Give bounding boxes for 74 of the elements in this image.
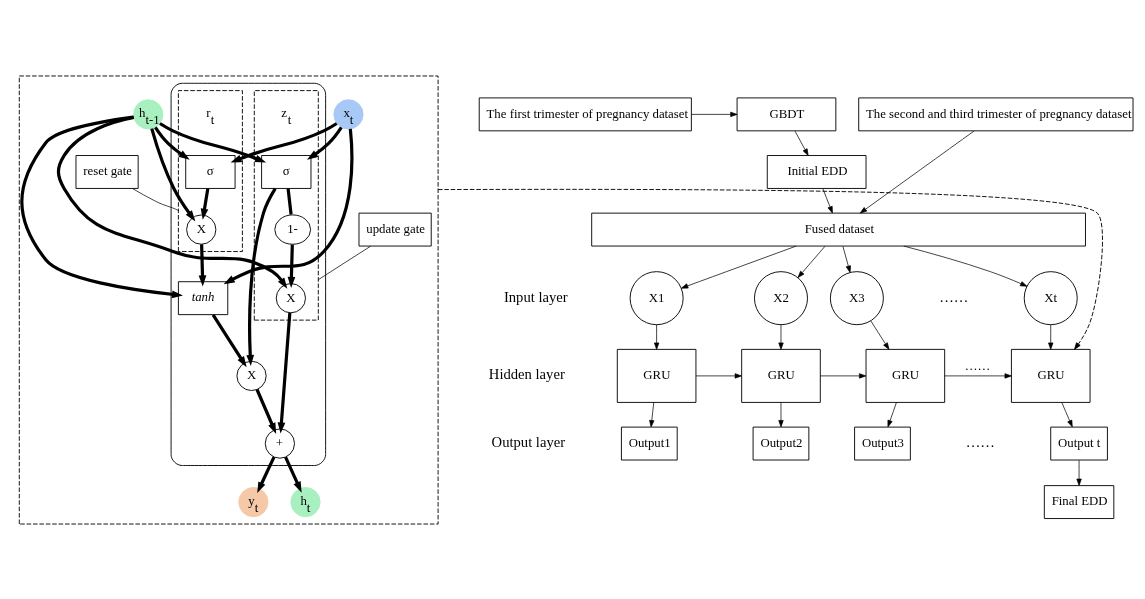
arrow	[246, 187, 277, 366]
node-box: reset gate	[75, 154, 139, 189]
arrow	[819, 372, 867, 378]
node-circle: X1	[629, 270, 684, 325]
arrow	[794, 130, 809, 156]
arrow	[211, 313, 247, 367]
connector	[286, 188, 293, 215]
arrow	[691, 111, 738, 117]
arrow	[1048, 323, 1054, 350]
label: ……	[965, 433, 995, 450]
arrow	[200, 188, 210, 220]
label: Output layer	[491, 433, 566, 450]
node-box: The first trimester of pregnancy dataset	[478, 96, 692, 131]
arrow	[695, 372, 742, 378]
arrow	[870, 320, 890, 350]
node-box: Initial EDD	[766, 154, 867, 189]
node-circle: X3	[829, 270, 884, 325]
arrow	[859, 130, 975, 213]
node-box: Fused dataset	[591, 212, 1086, 246]
arrow	[230, 121, 338, 163]
arrow	[154, 126, 190, 160]
arrow	[257, 455, 276, 493]
node-box: Output3	[854, 426, 911, 460]
arrow	[1076, 459, 1082, 486]
node-box: update gate	[358, 212, 432, 246]
node-box: The second and third trimester of pregnancy dataset	[858, 96, 1134, 131]
arrow	[255, 388, 277, 434]
arrow	[20, 114, 183, 298]
arrow	[903, 245, 1028, 287]
node-circle: X	[275, 282, 306, 313]
arrow	[223, 128, 354, 284]
arrow	[198, 243, 207, 286]
arrow	[150, 127, 196, 221]
arrow	[277, 312, 292, 434]
arrow	[159, 121, 267, 163]
node-box: GRU	[616, 348, 697, 403]
node-circle: X	[186, 214, 217, 245]
node-box: tanh	[177, 280, 229, 315]
arrow	[778, 323, 784, 350]
node-circle: X	[236, 360, 267, 391]
arrow	[822, 187, 833, 213]
node-box: GRU	[741, 348, 821, 403]
label: ……	[939, 288, 969, 305]
label: Hidden layer	[488, 365, 565, 382]
node-box: GRU	[1010, 348, 1091, 403]
label: Input layer	[503, 288, 568, 305]
arrow	[437, 188, 1103, 350]
node-box: GBDT	[736, 96, 837, 131]
arrow	[842, 245, 851, 273]
arrow	[681, 245, 797, 288]
node-box: σ	[185, 154, 236, 189]
arrow	[654, 323, 660, 350]
arrow	[287, 244, 296, 288]
arrow	[56, 115, 288, 289]
node-ellipse: 1-	[274, 213, 312, 245]
arrow	[307, 126, 343, 160]
node-box: σ	[261, 154, 312, 189]
arrow	[887, 401, 897, 427]
node-box: GRU	[865, 348, 946, 403]
arrow	[944, 372, 1012, 378]
connector	[317, 245, 372, 280]
edge-label: ……	[964, 358, 991, 373]
node-box: Output t	[1050, 426, 1108, 460]
arrow	[649, 401, 655, 427]
node-circle: +	[264, 427, 295, 459]
connector	[132, 187, 179, 211]
node-circle: Xt	[1023, 270, 1078, 325]
arrow	[778, 401, 784, 427]
node-box: Output2	[752, 426, 810, 460]
node-box: Output1	[620, 426, 678, 460]
arrow	[284, 455, 302, 493]
arrow	[797, 245, 826, 278]
node-box: Final EDD	[1043, 484, 1115, 519]
arrow	[1061, 401, 1073, 427]
